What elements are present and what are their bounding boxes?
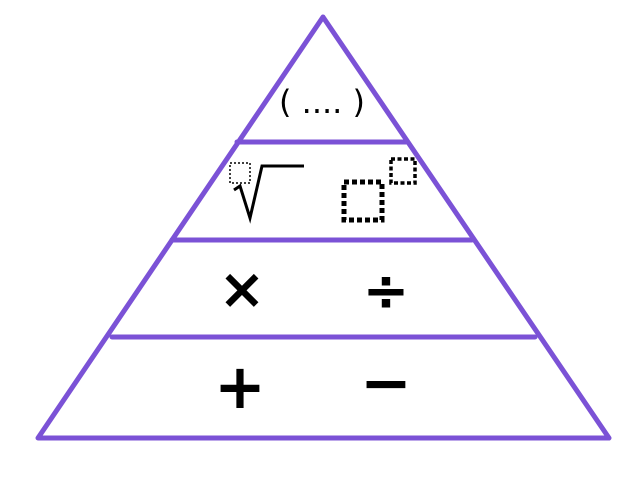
brackets-symbol: ( .... ) bbox=[279, 83, 365, 121]
minus-symbol: − bbox=[360, 346, 412, 419]
pyramid-outline bbox=[35, 14, 612, 441]
power-icon bbox=[341, 157, 417, 223]
multiply-symbol: × bbox=[219, 257, 266, 322]
plus-symbol: + bbox=[214, 350, 266, 423]
divide-symbol: ÷ bbox=[363, 259, 410, 324]
square-root-icon bbox=[229, 162, 304, 224]
